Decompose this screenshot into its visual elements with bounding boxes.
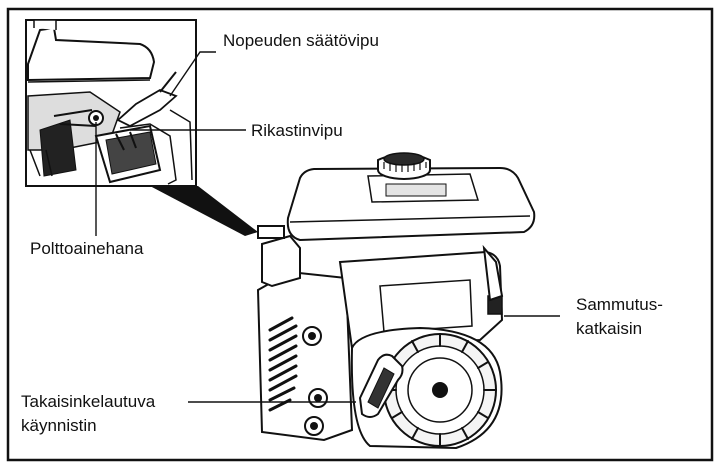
choke-knob (257, 225, 285, 239)
leader-speed-lever (169, 51, 216, 97)
inset-detail (25, 19, 197, 187)
label-speed-lever: Nopeuden säätövipu (223, 31, 379, 50)
air-cleaner-top (261, 234, 301, 288)
label-recoil-starter-line1: Takaisinkelautuva (21, 392, 156, 411)
air-cleaner-vents (268, 316, 298, 412)
engine-illustration (256, 152, 536, 450)
label-stop-switch-line2: katkaisin (576, 319, 642, 338)
fuel-tank-seam (289, 215, 531, 223)
fuel-cap (377, 152, 431, 180)
fuel-tank (286, 166, 536, 242)
fuel-tank-recess (367, 173, 480, 203)
fuel-tank-label-plate (385, 183, 447, 197)
air-cleaner-housing (256, 270, 354, 442)
starter-handle-grip (367, 367, 395, 409)
outer-frame (6, 7, 714, 462)
label-recoil-starter-line2: käynnistin (21, 416, 97, 435)
label-stop-switch-line1: Sammutus- (576, 295, 663, 314)
inset-callout-wedge (150, 186, 258, 236)
label-choke-lever: Rikastinvipu (251, 121, 343, 140)
label-fuel-valve: Polttoainehana (30, 239, 144, 258)
side-bracket (482, 244, 504, 302)
engine-block-panel (379, 279, 473, 333)
leader-lines (95, 51, 560, 403)
